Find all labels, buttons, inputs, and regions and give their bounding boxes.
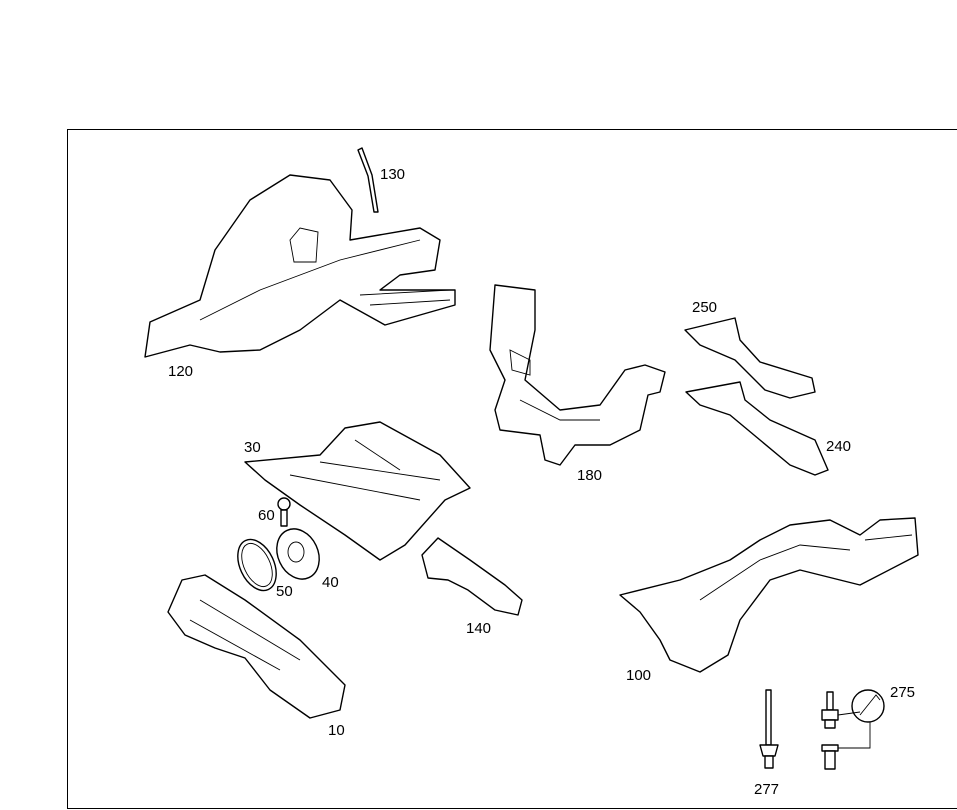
callout-277[interactable]: 277: [754, 781, 780, 798]
callout-30[interactable]: 30: [244, 439, 261, 456]
callout-50[interactable]: 50: [276, 583, 293, 600]
part-100: [619, 517, 919, 673]
callout-100[interactable]: 100: [626, 667, 652, 684]
part-40: [276, 528, 320, 580]
part-50: [237, 538, 277, 592]
part-250: [684, 317, 816, 399]
callout-60[interactable]: 60: [258, 507, 275, 524]
callout-120[interactable]: 120: [168, 363, 194, 380]
callout-130[interactable]: 130: [380, 166, 406, 183]
callout-140[interactable]: 140: [466, 620, 492, 637]
part-10: [167, 574, 346, 719]
callout-40[interactable]: 40: [322, 574, 339, 591]
part-180: [489, 284, 666, 466]
callout-240[interactable]: 240: [826, 438, 852, 455]
callout-250[interactable]: 250: [692, 299, 718, 316]
callout-180[interactable]: 180: [577, 467, 603, 484]
part-275: [821, 689, 885, 770]
callout-10[interactable]: 10: [328, 722, 345, 739]
callout-275[interactable]: 275: [890, 684, 916, 701]
part-140: [421, 537, 523, 616]
part-277: [759, 689, 779, 769]
part-130: [357, 147, 379, 213]
part-120: [144, 174, 456, 358]
part-60: [277, 497, 291, 527]
part-240: [685, 381, 829, 476]
diagram-frame: [67, 129, 957, 809]
part-30: [244, 421, 471, 561]
